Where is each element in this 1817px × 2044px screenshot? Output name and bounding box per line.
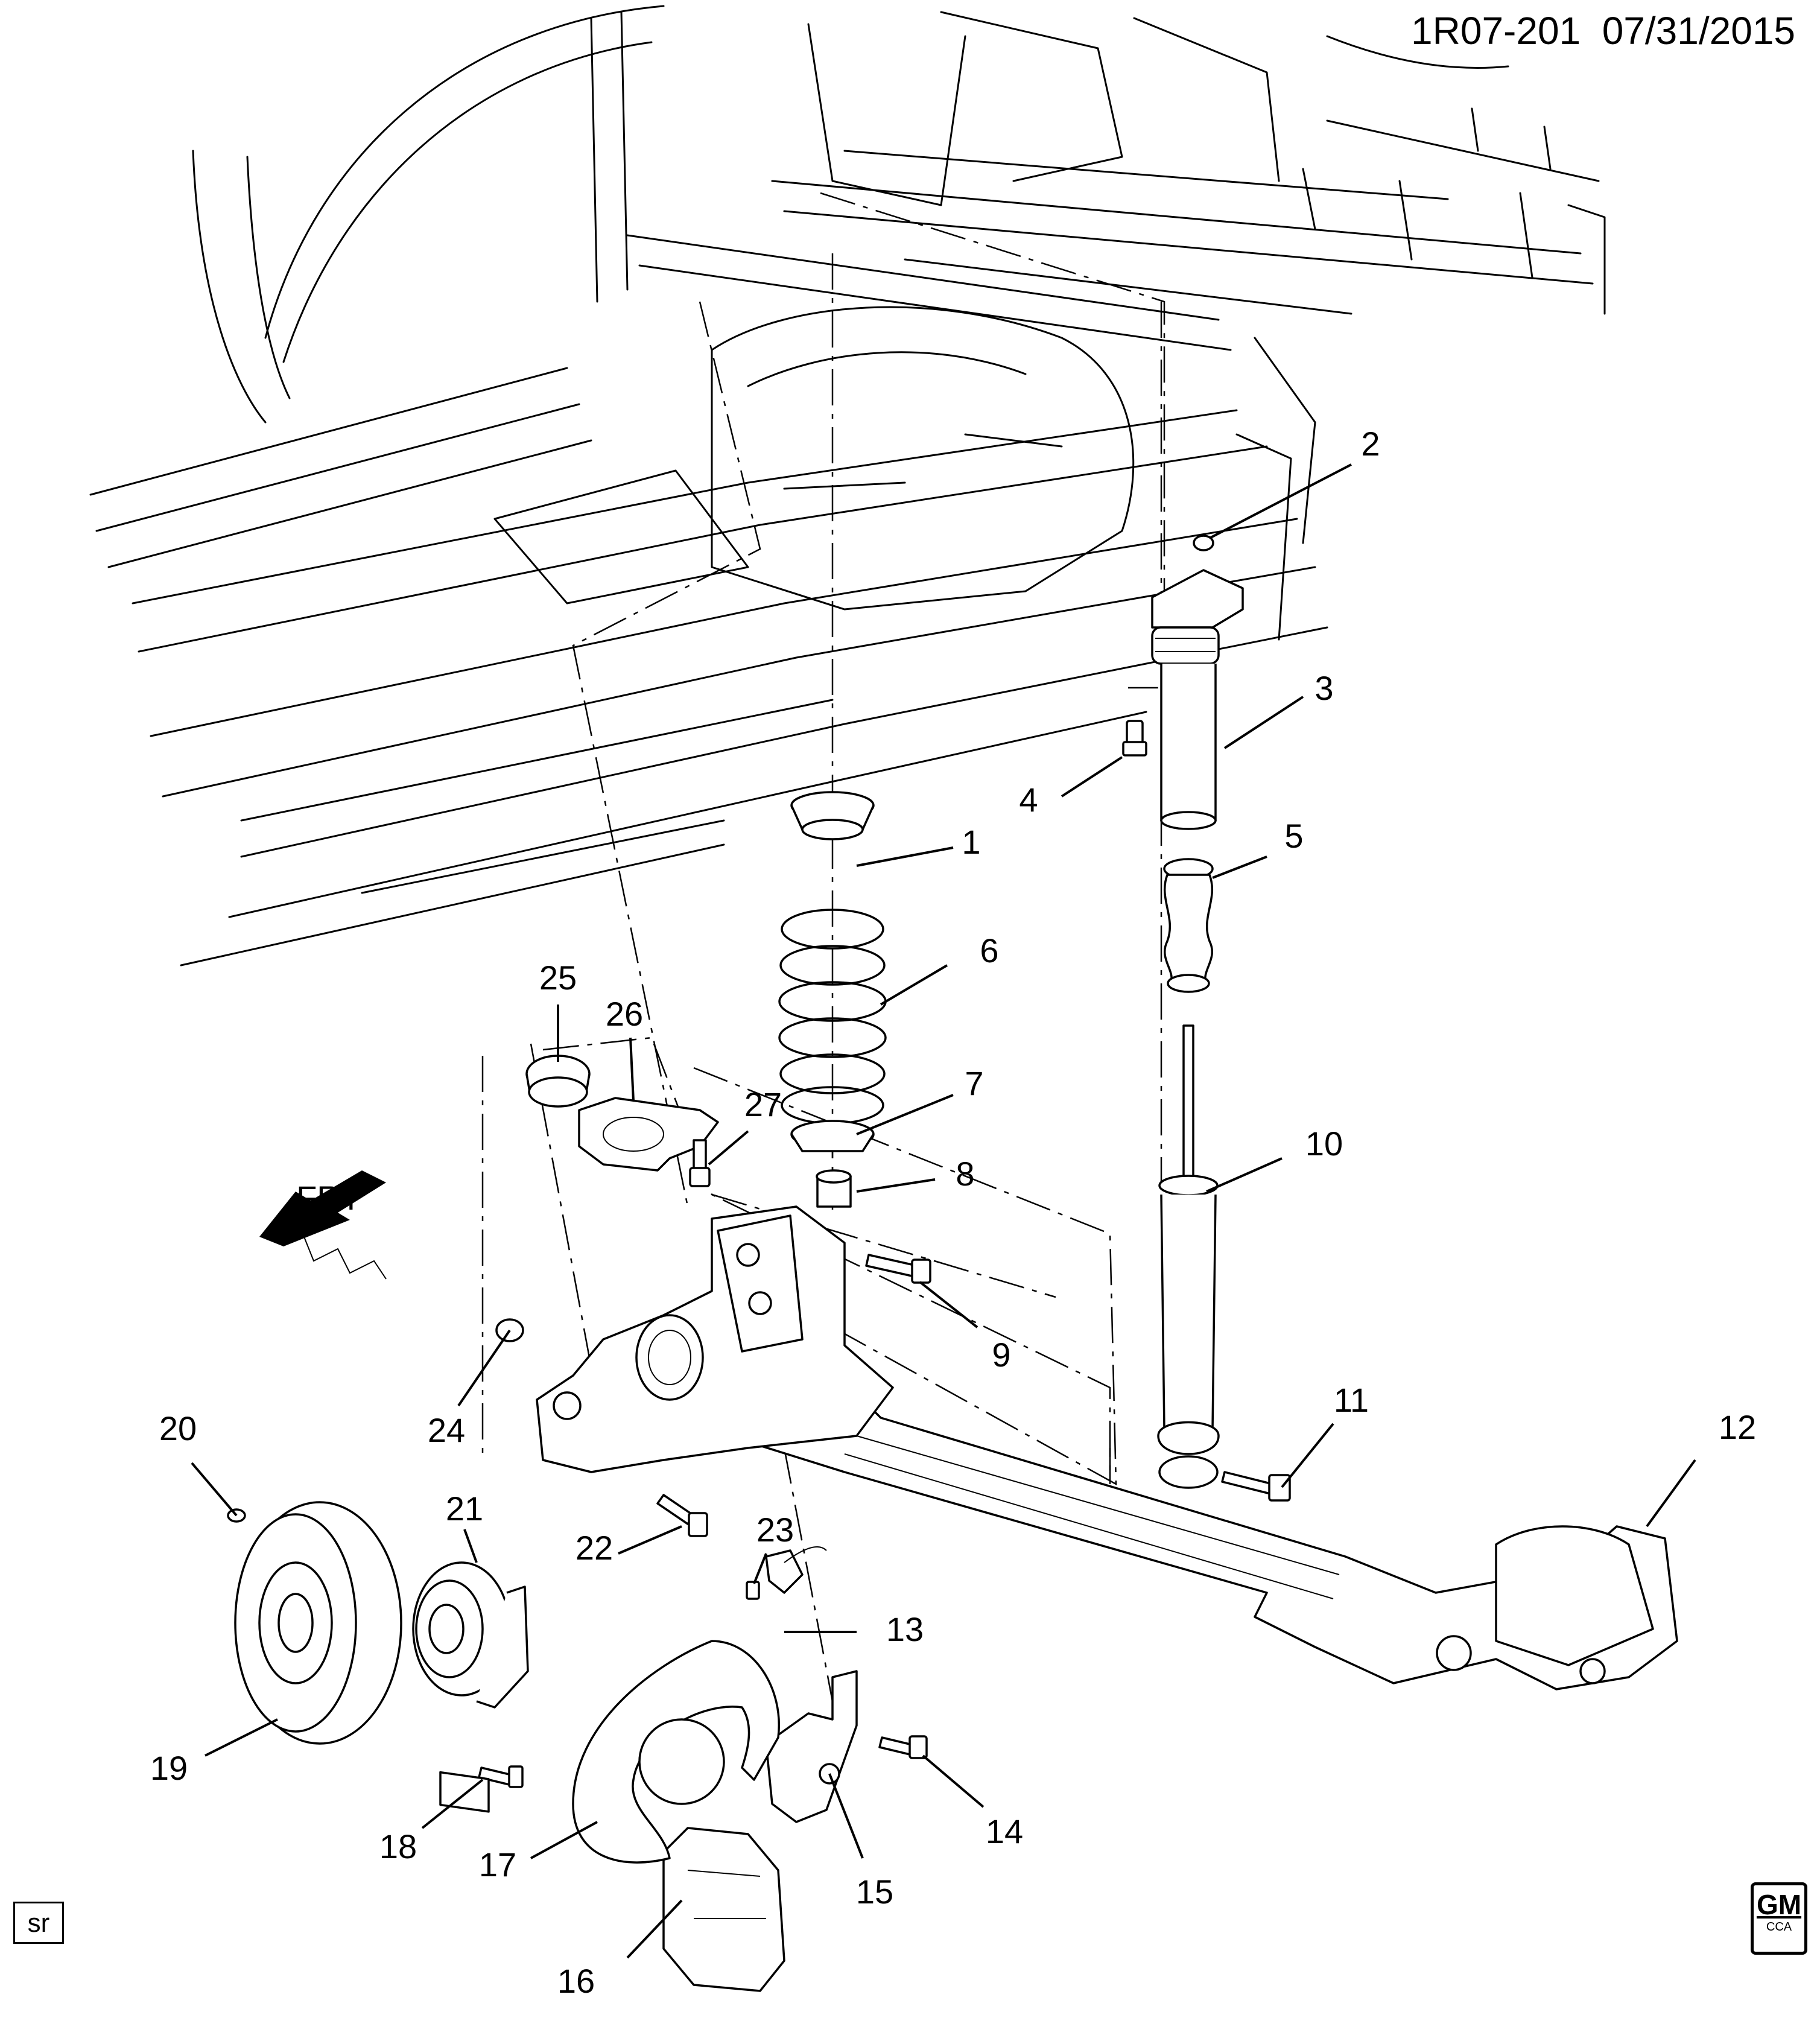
callout-leader-lines (191, 463, 1696, 1959)
callout-4: 4 (1019, 781, 1038, 819)
callout-9: 9 (992, 1336, 1010, 1374)
callout-14: 14 (986, 1812, 1023, 1850)
part-1-upper-spring-insulator (790, 791, 875, 840)
part-10-shock-absorber (1157, 1024, 1220, 1489)
callout-23: 23 (756, 1511, 794, 1549)
callout-numbers: 1 2 3 4 5 6 7 8 9 10 11 12 13 14 15 16 1… (150, 425, 1756, 2000)
callout-3: 3 (1314, 669, 1333, 707)
part-18-wheel-stud (478, 1765, 524, 1788)
part-25-bushing (525, 1055, 591, 1108)
part-13-wheel-speed-sensor (765, 1546, 827, 1594)
diagram-code: 1R07-201 (1411, 9, 1581, 52)
callout-12: 12 (1719, 1408, 1756, 1446)
vehicle-underbody (89, 5, 1606, 966)
part-5-jounce-bumper (1163, 858, 1214, 993)
gm-logo: GM CCA (1751, 1882, 1807, 1955)
callout-1: 1 (962, 823, 980, 861)
callout-11: 11 (1334, 1381, 1369, 1419)
callout-18: 18 (379, 1827, 417, 1865)
callout-22: 22 (576, 1529, 613, 1567)
part-15-caliper-bracket (765, 1670, 858, 1823)
callout-25: 25 (539, 959, 577, 997)
part-3-dust-shield (1151, 569, 1244, 830)
callout-15: 15 (856, 1873, 893, 1911)
part-2-clip (1193, 535, 1214, 551)
diagram-date: 07/31/2015 (1602, 9, 1795, 52)
part-6-coil-spring (778, 909, 887, 1125)
callout-13: 13 (886, 1610, 924, 1648)
part-11-bolt (1221, 1471, 1291, 1502)
callout-21: 21 (446, 1490, 483, 1528)
callout-24: 24 (428, 1411, 465, 1449)
diagram-header: 1R07-201 07/31/2015 (1411, 8, 1795, 53)
part-23-screw (746, 1581, 760, 1600)
part-19-brake-rotor (234, 1501, 402, 1745)
callout-10: 10 (1305, 1125, 1343, 1163)
part-12-rear-axle (711, 1377, 1678, 1690)
callout-20: 20 (159, 1409, 197, 1447)
part-7-lower-spring-insulator (790, 1120, 875, 1152)
callout-16: 16 (557, 1962, 595, 2000)
callout-7: 7 (965, 1064, 983, 1102)
part-17-splash-shield (572, 1640, 780, 1864)
part-21-hub-bearing (412, 1561, 529, 1813)
callout-8: 8 (956, 1155, 974, 1193)
gm-logo-subtext: CCA (1766, 1920, 1792, 1934)
part-9-bolt (865, 1254, 931, 1284)
gm-logo-text: GM (1756, 1889, 1802, 1920)
part-22-bolt (656, 1494, 708, 1537)
callout-2: 2 (1361, 425, 1380, 463)
front-direction-label: FRT (296, 1179, 361, 1217)
part-8-spacer (816, 1169, 852, 1208)
part-4-bolt (1122, 720, 1147, 757)
trailing-arm-bracket (536, 1205, 894, 1473)
callout-19: 19 (150, 1749, 188, 1787)
callout-17: 17 (479, 1846, 516, 1884)
callout-5: 5 (1284, 817, 1303, 855)
part-26-bracket (578, 1097, 719, 1172)
section-tag: sr (13, 1902, 64, 1944)
callout-6: 6 (980, 932, 998, 970)
callout-26: 26 (606, 995, 643, 1033)
part-27-bolt (689, 1139, 711, 1187)
front-direction-arrow-icon: FRT (259, 1170, 387, 1280)
part-16-brake-caliper (662, 1827, 785, 1992)
callout-27: 27 (744, 1085, 782, 1123)
part-14-bolt (878, 1735, 928, 1759)
